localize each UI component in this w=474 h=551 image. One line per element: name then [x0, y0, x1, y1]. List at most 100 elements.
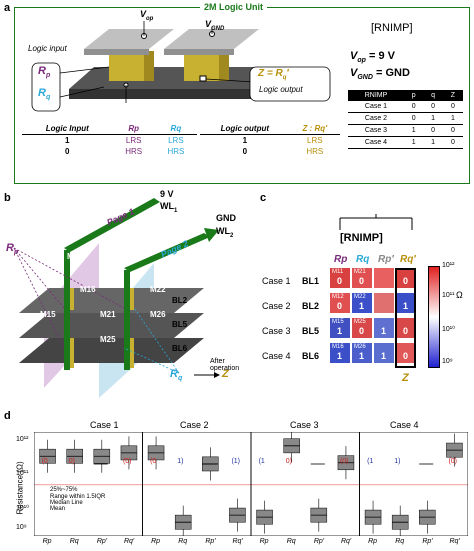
logic-input-box: [31, 62, 61, 112]
heatmap-cell: 0: [396, 268, 416, 288]
x-tick: Rp′: [205, 538, 216, 545]
legend-range: Range within 1.5IQR: [50, 494, 106, 500]
m16-label: M16: [80, 285, 96, 294]
d-case-1: Case 1: [90, 420, 119, 430]
heatmap-cell: 1: [374, 318, 394, 338]
d-ytick-12: 10¹²: [16, 436, 29, 443]
heatmap-cell-value: 0: [337, 276, 343, 286]
legend-mean: Mean: [50, 506, 66, 512]
heatmap-cell-name: M26: [354, 344, 366, 350]
vop-label: Vop: [140, 9, 154, 22]
c-bl-6: BL6: [302, 351, 320, 361]
top-electrode-left: [84, 29, 174, 49]
heatmap-cell-value: 1: [359, 301, 365, 311]
d-case-4: Case 4: [390, 420, 419, 430]
heatmap-cell-name: M12: [332, 294, 344, 300]
d-ytick-11: 10¹¹: [16, 470, 29, 477]
d-ytick-9: 10⁹: [16, 524, 27, 531]
b-rq-label: Rq: [170, 368, 183, 383]
x-tick: Rp: [151, 538, 161, 545]
x-tick: Rp: [42, 538, 52, 545]
voltage-label: 9 V: [160, 189, 174, 199]
x-tick: Rp: [259, 538, 269, 545]
logic-value: 1): [177, 458, 184, 465]
c-bl-5: BL5: [302, 326, 320, 336]
heatmap-cell-name: M22: [354, 294, 366, 300]
c-case-4: Case 4: [262, 351, 291, 361]
logic-value: 1): [394, 458, 401, 465]
logic-value: (1): [231, 458, 240, 465]
x-tick: Rp′: [96, 538, 108, 545]
logic-output-box: [249, 66, 331, 102]
x-tick: Rp′: [313, 538, 325, 545]
colorbar-tick-10: 10¹⁰: [442, 326, 455, 333]
c-bracket: [339, 214, 413, 230]
x-tick: Rq: [178, 538, 188, 545]
boxplot-chart: [34, 432, 468, 536]
b-z-label: Z: [222, 368, 229, 380]
x-tick: Rp′: [422, 538, 433, 545]
m25-label: M25: [100, 335, 116, 344]
case-frame: [359, 432, 468, 536]
heatmap-cell-name: M21: [354, 269, 366, 275]
panel-a-title: 2M Logic Unit: [200, 2, 267, 12]
logic-value: (0: [150, 458, 157, 465]
colorbar-tick-9: 10⁹: [442, 358, 453, 365]
heatmap-cell-value: 0: [403, 351, 409, 361]
vgnd-equation: VGND = GND: [350, 67, 410, 82]
heatmap-cell: [374, 293, 394, 313]
heatmap-cell-value: 0: [403, 326, 409, 336]
heatmap-cell: 1: [396, 293, 416, 313]
c-case-1: Case 1: [262, 276, 291, 286]
colorbar: [428, 266, 440, 368]
logic-unit-diagram: [31, 21, 331, 112]
panel-b-label: b: [4, 192, 11, 204]
heatmap-cell-value: 0: [359, 326, 365, 336]
heatmap-cell-value: 1: [381, 351, 387, 361]
m26-label: M26: [150, 310, 166, 319]
vgnd-label: VGND: [205, 19, 225, 32]
bl2-label: BL2: [172, 296, 188, 305]
vop-equation: Vop = 9 V: [350, 50, 395, 65]
d-case-3: Case 3: [290, 420, 319, 430]
logic-value: (1: [258, 458, 265, 465]
bl6-label: BL6: [172, 344, 188, 353]
c-col-rq-prime: Rq′: [400, 254, 416, 265]
colorbar-tick-12: 10¹²: [442, 262, 455, 269]
wl2-line: [124, 233, 210, 272]
logic-value: (0: [41, 458, 48, 465]
heatmap-cell-name: M25: [354, 319, 366, 325]
logic-output-label: Logic output: [259, 85, 303, 94]
panel-d-label: d: [4, 410, 11, 422]
heatmap-cell-value: 0: [337, 301, 343, 311]
panel-a-label: a: [4, 2, 11, 14]
x-tick: Rq: [286, 538, 296, 545]
heatmap-cell-value: 1: [403, 301, 409, 311]
m15-label: M15: [40, 310, 56, 319]
gnd-label: GND: [216, 213, 236, 223]
c-col-rp-prime: Rp′: [378, 254, 394, 265]
logic-value: (0): [122, 458, 132, 465]
logic-value: (0): [448, 458, 457, 465]
top-electrode-right: [164, 29, 259, 49]
heatmap-z-highlight: [395, 268, 416, 368]
rnimp-header: [RNIMP]: [371, 22, 413, 34]
crossbar-diagram: [13, 198, 220, 398]
m11-label: M11: [67, 252, 83, 261]
wl1-line: [64, 198, 160, 252]
x-tick: Rq: [69, 538, 79, 545]
colorbar-tick-11: 10¹¹: [442, 292, 455, 299]
c-case-3: Case 3: [262, 326, 291, 336]
m22-label: M22: [150, 285, 166, 294]
c-col-rq: Rq: [356, 254, 370, 265]
